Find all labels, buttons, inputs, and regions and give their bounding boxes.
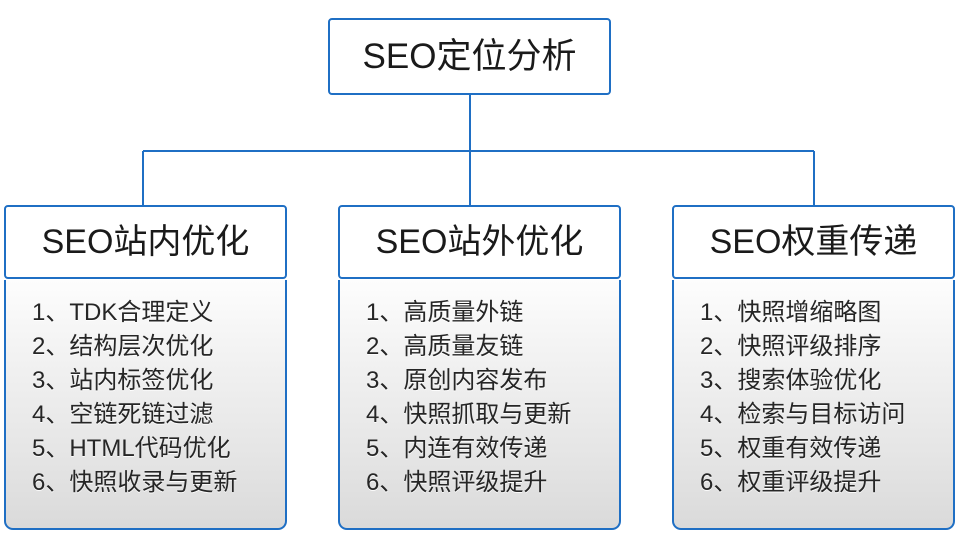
branch-header-1[interactable]: SEO站内优化 <box>4 205 287 279</box>
branch-column-3: SEO权重传递 1、快照增缩略图 2、快照评级排序 3、搜索体验优化 4、检索与… <box>672 205 955 530</box>
list-item: 3、原创内容发布 <box>366 367 548 394</box>
branch-item-list-3: 1、快照增缩略图 2、快照评级排序 3、搜索体验优化 4、检索与目标访问 5、权… <box>674 296 905 500</box>
list-item: 5、HTML代码优化 <box>32 435 231 462</box>
list-item: 3、搜索体验优化 <box>700 367 882 394</box>
branch-item-list-1: 1、TDK合理定义 2、结构层次优化 3、站内标签优化 4、空链死链过滤 5、H… <box>6 296 237 500</box>
branch-header-2[interactable]: SEO站外优化 <box>338 205 621 279</box>
root-node-label: SEO定位分析 <box>362 37 577 76</box>
branch-header-label-3: SEO权重传递 <box>709 223 918 261</box>
list-item: 1、TDK合理定义 <box>32 299 214 326</box>
list-item: 5、权重有效传递 <box>700 435 882 462</box>
list-item: 1、高质量外链 <box>366 299 524 326</box>
list-item: 6、权重评级提升 <box>700 469 882 496</box>
list-item: 4、检索与目标访问 <box>700 401 906 428</box>
list-item: 6、快照收录与更新 <box>32 469 238 496</box>
list-item: 3、站内标签优化 <box>32 367 214 394</box>
list-item: 1、快照增缩略图 <box>700 299 882 326</box>
list-item: 2、快照评级排序 <box>700 333 882 360</box>
list-item: 5、内连有效传递 <box>366 435 548 462</box>
branch-header-3[interactable]: SEO权重传递 <box>672 205 955 279</box>
root-node[interactable]: SEO定位分析 <box>328 18 611 95</box>
list-item: 2、结构层次优化 <box>32 333 214 360</box>
branch-header-label-2: SEO站外优化 <box>375 223 584 261</box>
branch-body-3: 1、快照增缩略图 2、快照评级排序 3、搜索体验优化 4、检索与目标访问 5、权… <box>672 280 955 530</box>
list-item: 4、快照抓取与更新 <box>366 401 572 428</box>
branch-header-label-1: SEO站内优化 <box>41 223 250 261</box>
branch-column-1: SEO站内优化 1、TDK合理定义 2、结构层次优化 3、站内标签优化 4、空链… <box>4 205 287 530</box>
branch-body-2: 1、高质量外链 2、高质量友链 3、原创内容发布 4、快照抓取与更新 5、内连有… <box>338 280 621 530</box>
list-item: 2、高质量友链 <box>366 333 524 360</box>
list-item: 6、快照评级提升 <box>366 469 548 496</box>
branch-body-1: 1、TDK合理定义 2、结构层次优化 3、站内标签优化 4、空链死链过滤 5、H… <box>4 280 287 530</box>
list-item: 4、空链死链过滤 <box>32 401 214 428</box>
branch-item-list-2: 1、高质量外链 2、高质量友链 3、原创内容发布 4、快照抓取与更新 5、内连有… <box>340 296 571 500</box>
branch-column-2: SEO站外优化 1、高质量外链 2、高质量友链 3、原创内容发布 4、快照抓取与… <box>338 205 621 530</box>
